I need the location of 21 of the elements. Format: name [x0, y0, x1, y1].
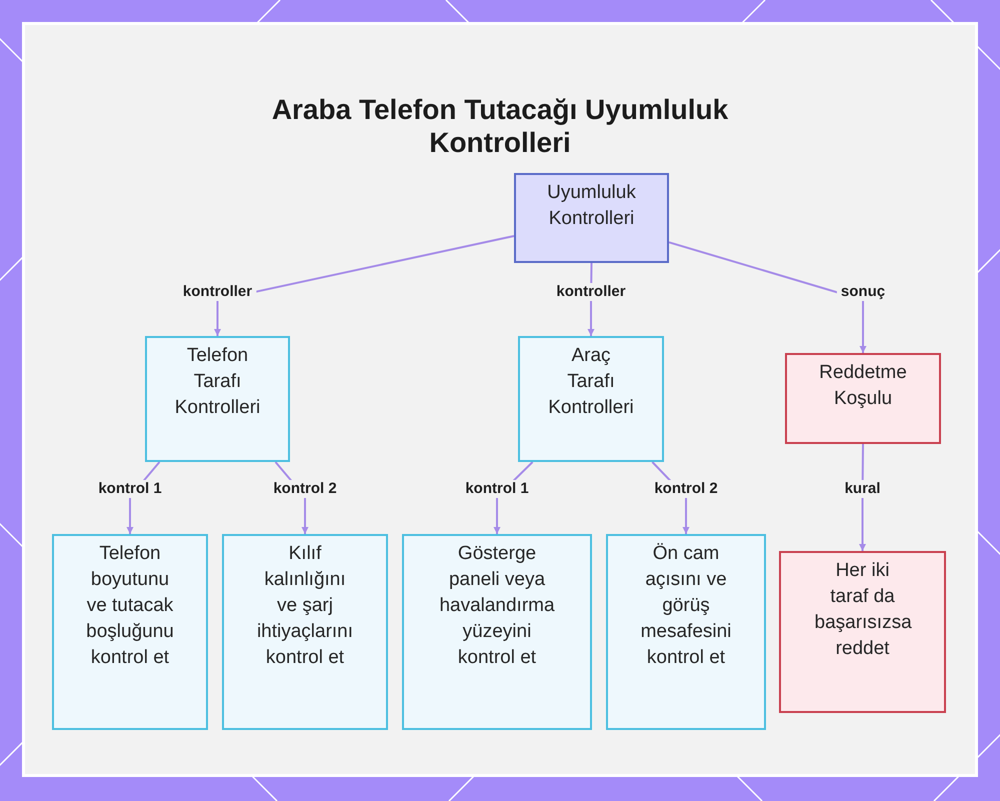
process-box	[606, 534, 766, 730]
box-text: Telefon Tarafı Kontrolleri	[174, 344, 262, 420]
diagram-title: Araba Telefon Tutacağı Uyumluluk Kontrolleri	[270, 93, 730, 159]
box-text: Her iki taraf da başarısızsa reddet	[814, 559, 910, 661]
process-box	[402, 534, 592, 730]
connector-arrow	[668, 241, 866, 353]
process-box	[785, 353, 941, 444]
box-text: Ön cam açısını ve görüş mesafesini kontrol et	[640, 542, 732, 670]
process-box	[779, 551, 946, 713]
connector-arrow	[214, 235, 514, 336]
process-box	[52, 534, 208, 730]
box-text: Gösterge paneli veya havalandırma yüzeyini kontrol et	[438, 542, 556, 670]
box-text: Kılıf kalınlığını ve şarj ihtiyaçlarını kontrol et	[256, 542, 354, 670]
box-text: Telefon boyutunu ve tutacak boşluğunu kontrol et	[85, 542, 175, 670]
process-box	[145, 336, 290, 462]
box-text: Araç Tarafı Kontrolleri	[547, 344, 635, 420]
box-text: Uyumluluk Kontrolleri	[546, 181, 637, 231]
box-text: Reddetme Koşulu	[818, 361, 908, 411]
process-box	[514, 173, 669, 263]
process-box	[222, 534, 388, 730]
process-box	[518, 336, 664, 462]
